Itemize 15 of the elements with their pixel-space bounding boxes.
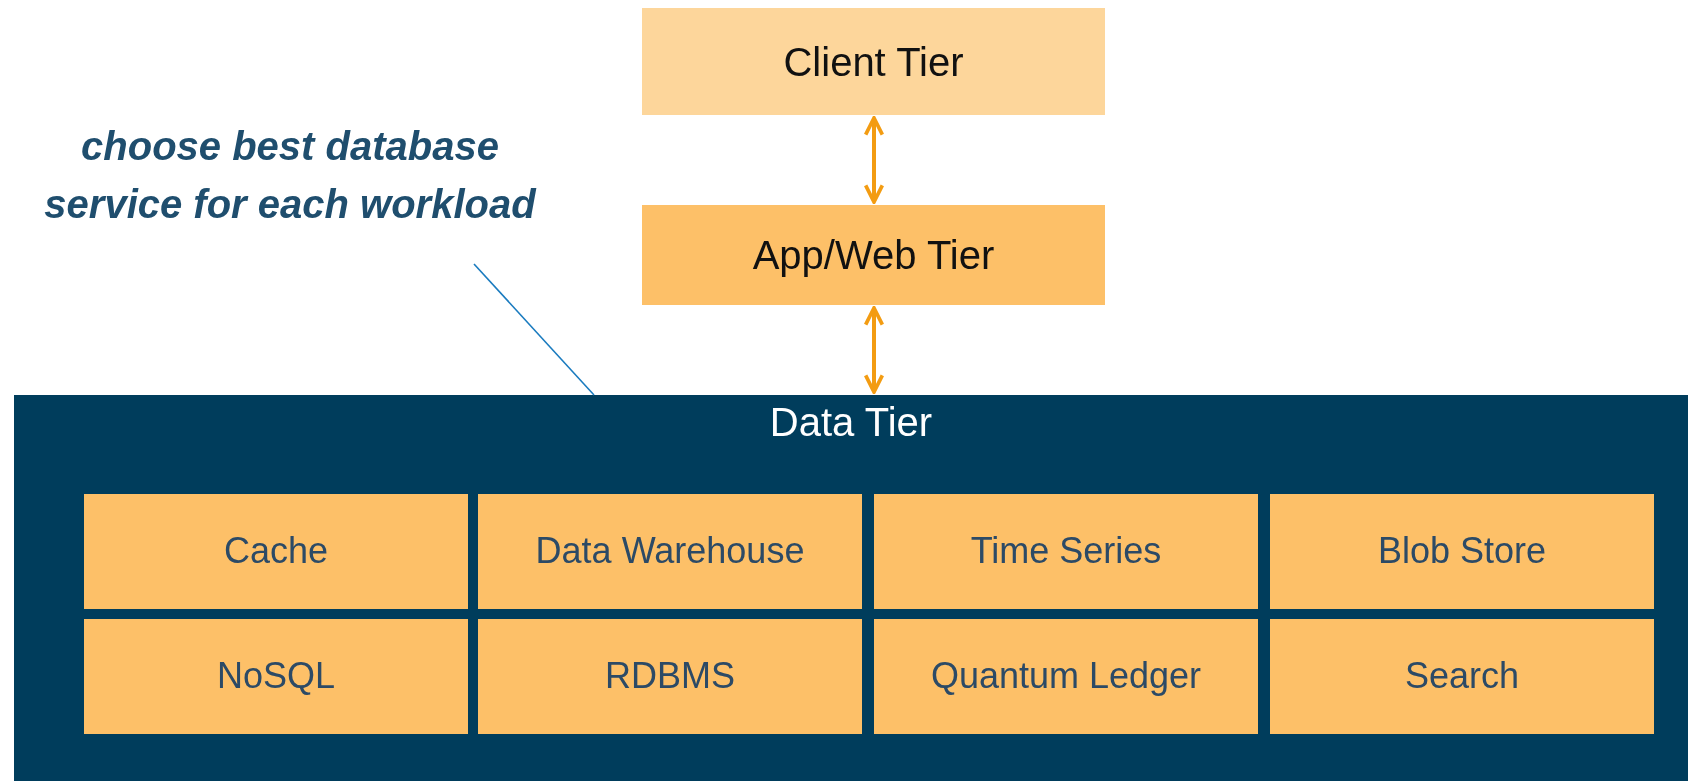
database-type-box: RDBMS <box>478 619 862 734</box>
double-headed-arrow <box>863 116 885 204</box>
annotation-text: choose best database service for each workload <box>43 123 538 228</box>
tier-box: App/Web Tier <box>642 205 1105 305</box>
tier-box: Client Tier <box>642 8 1105 115</box>
data-tier-panel: Data Tier Cache Data Warehouse Time Series Blob Store NoSQL RDBMS Quantum Ledger Search <box>14 395 1688 781</box>
database-type-box: Time Series <box>874 494 1258 609</box>
database-type-box: Cache <box>84 494 468 609</box>
database-type-box: Search <box>1270 619 1654 734</box>
database-type-box: Quantum Ledger <box>874 619 1258 734</box>
double-headed-arrow <box>863 306 885 394</box>
database-type-box: NoSQL <box>84 619 468 734</box>
database-type-box: Blob Store <box>1270 494 1654 609</box>
database-type-box: Data Warehouse <box>478 494 862 609</box>
leader-line <box>473 263 595 396</box>
